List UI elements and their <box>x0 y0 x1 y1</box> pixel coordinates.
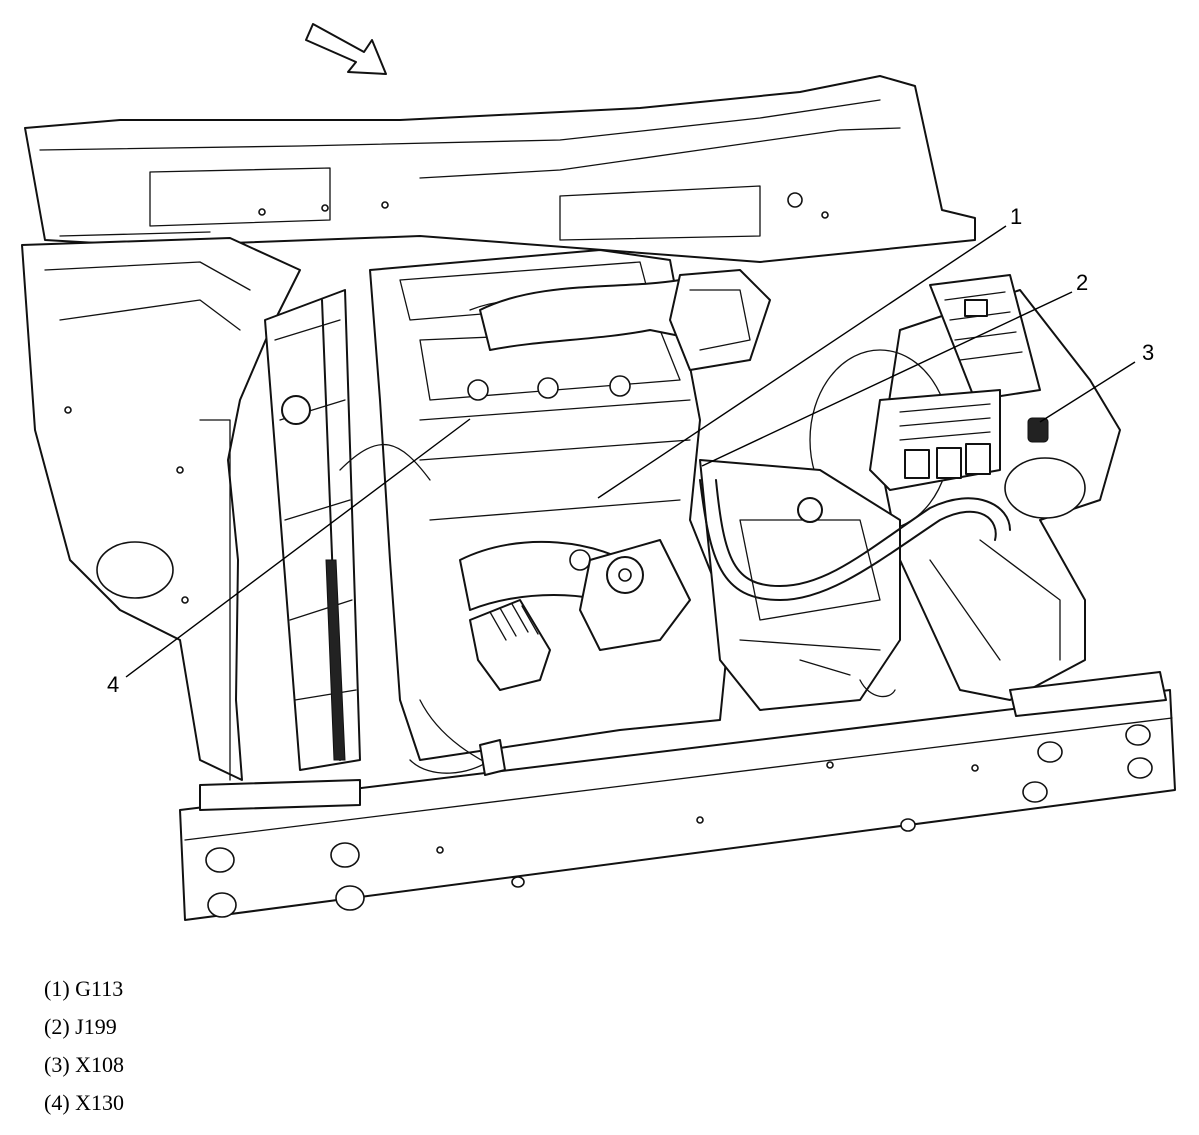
radiator-fan-assembly <box>264 289 361 771</box>
front-bumper-bar <box>179 671 1176 921</box>
oil-filter <box>469 599 551 691</box>
callout-number-2: 2 <box>1076 270 1088 295</box>
front-direction-arrow-icon <box>305 23 387 75</box>
engine-compartment-diagram: 1 2 3 4 <box>21 23 1176 921</box>
strut-tower <box>579 539 691 651</box>
leader-line-4 <box>125 418 471 678</box>
engine-control-module <box>869 389 1001 491</box>
leader-line-3 <box>1039 361 1136 423</box>
callout-number-3: 3 <box>1142 340 1154 365</box>
callout-number-1: 1 <box>1010 204 1022 229</box>
connector-x108 <box>1027 417 1049 443</box>
legend-item-x108: (3) X108 <box>44 1052 125 1077</box>
leader-line-2 <box>701 291 1073 467</box>
air-intake-duct <box>479 269 771 371</box>
callout-leaders <box>125 225 1136 678</box>
transaxle <box>699 459 901 711</box>
callout-number-4: 4 <box>107 672 119 697</box>
underhood-fuse-block <box>929 274 1041 401</box>
leader-line-1 <box>597 225 1007 499</box>
lower-wiring-harness <box>409 659 896 776</box>
callout-legend: (1) G113 (2) J199 (3) X108 (4) X130 <box>44 970 124 1122</box>
coolant-hoses <box>339 443 1011 771</box>
legend-item-j199: (2) J199 <box>44 1014 117 1039</box>
cowl-panel <box>24 75 976 263</box>
legend-item-x130: (4) X130 <box>44 1090 125 1115</box>
right-fender-apron <box>809 289 1121 701</box>
legend-item-g113: (1) G113 <box>44 976 124 1001</box>
left-fender-apron <box>21 237 301 781</box>
